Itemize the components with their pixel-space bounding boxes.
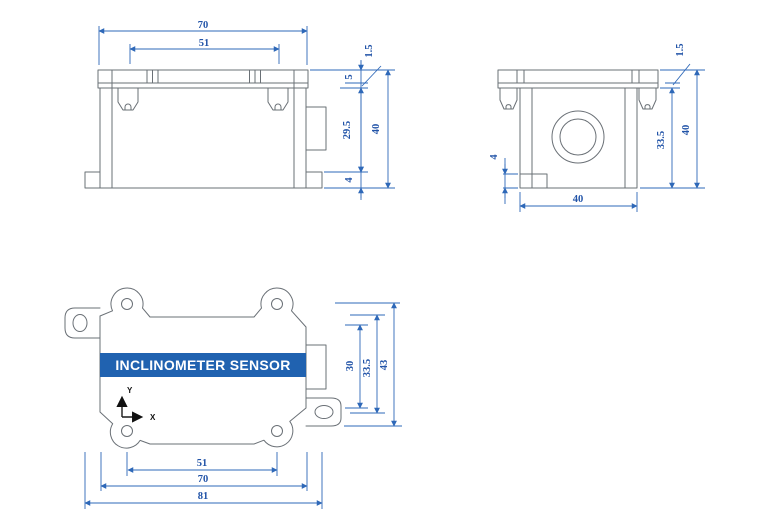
dim-side-total-40: 40 bbox=[681, 125, 692, 136]
front-mounting-flanges bbox=[84, 171, 323, 189]
side-connector-inner-circle bbox=[559, 118, 597, 156]
dim-side-width-40: 40 bbox=[573, 194, 584, 205]
plan-outline: INCLINOMETER SENSOR Y X bbox=[64, 287, 342, 449]
side-screw-boss-right bbox=[638, 87, 657, 110]
side-lid-lip bbox=[497, 82, 659, 89]
plan-mounting-tab-right bbox=[305, 397, 342, 427]
front-lid-screw-lines bbox=[146, 69, 261, 84]
front-body bbox=[99, 87, 307, 189]
front-lid bbox=[97, 69, 309, 84]
side-dimensions: 40 4 1.5 33.5 40 bbox=[489, 43, 705, 212]
plan-dimensions: 30 33.5 43 51 70 81 bbox=[84, 302, 402, 509]
front-wall-lines bbox=[111, 69, 295, 189]
plan-view: INCLINOMETER SENSOR Y X 30 33.5 43 51 70… bbox=[64, 287, 402, 509]
dim-side-flange-4: 4 bbox=[489, 154, 500, 160]
axis-indicator: Y X bbox=[116, 386, 156, 423]
extension-line bbox=[335, 302, 402, 427]
front-screw-boss-right bbox=[267, 87, 289, 111]
dim-plan-total-81: 81 bbox=[198, 491, 209, 502]
front-outline bbox=[84, 69, 327, 189]
side-screw-boss-left-notch bbox=[505, 104, 512, 110]
side-screw-boss-left bbox=[499, 87, 518, 110]
side-flange-step bbox=[519, 173, 548, 189]
dim-front-total-40: 40 bbox=[371, 124, 382, 135]
front-connector bbox=[305, 106, 327, 151]
side-connector-outer-circle bbox=[551, 110, 605, 164]
side-wall-lines bbox=[531, 87, 626, 189]
axis-y-label: Y bbox=[127, 386, 133, 395]
front-dimensions: 70 51 1.5 5 29.5 4 40 bbox=[98, 20, 395, 200]
plan-mounting-tab-left bbox=[64, 307, 101, 339]
side-outline bbox=[497, 69, 659, 189]
dim-front-body-29-5: 29.5 bbox=[342, 121, 353, 139]
plan-connector bbox=[305, 344, 327, 390]
dim-plan-holes-51: 51 bbox=[197, 458, 208, 469]
front-screw-boss-right-notch bbox=[274, 103, 282, 111]
side-screw-boss-right-notch bbox=[644, 104, 651, 110]
dim-side-lip-1-5: 1.5 bbox=[675, 43, 686, 56]
label-band-text: INCLINOMETER SENSOR bbox=[115, 357, 290, 373]
leader-line bbox=[361, 65, 382, 87]
front-screw-boss-left bbox=[117, 87, 139, 111]
plan-body bbox=[99, 287, 307, 449]
plan-tab-right-hole bbox=[314, 405, 334, 419]
dim-front-flange-4: 4 bbox=[344, 177, 355, 183]
mounting-hole-top-left bbox=[121, 298, 133, 310]
dim-front-lid-5: 5 bbox=[344, 74, 355, 79]
mounting-hole-bottom-right bbox=[271, 425, 283, 437]
front-lid-lip bbox=[97, 82, 309, 89]
dim-plan-inner-30: 30 bbox=[345, 361, 356, 372]
side-view: 40 4 1.5 33.5 40 bbox=[489, 43, 705, 212]
side-lid bbox=[497, 69, 659, 84]
mounting-hole-top-right bbox=[271, 298, 283, 310]
plan-tab-left-hole bbox=[72, 314, 88, 332]
front-screw-boss-left-notch bbox=[124, 103, 132, 111]
dim-front-width-70: 70 bbox=[198, 20, 209, 31]
dim-side-body-33-5: 33.5 bbox=[656, 131, 667, 149]
label-band bbox=[100, 353, 306, 377]
dim-plan-body-33-5: 33.5 bbox=[362, 359, 373, 377]
side-lid-screw-lines bbox=[516, 69, 640, 84]
dim-front-width-51: 51 bbox=[199, 38, 210, 49]
dim-plan-body-70: 70 bbox=[198, 474, 209, 485]
extension-line bbox=[84, 452, 323, 509]
extension-line bbox=[310, 69, 395, 189]
dim-plan-total-43: 43 bbox=[379, 360, 390, 371]
side-body bbox=[519, 87, 638, 189]
leader-line bbox=[672, 63, 691, 86]
mounting-hole-bottom-left bbox=[121, 425, 133, 437]
front-view: 70 51 1.5 5 29.5 4 40 bbox=[84, 20, 395, 200]
axis-x-label: X bbox=[150, 413, 156, 422]
dim-front-lip-1-5: 1.5 bbox=[364, 44, 375, 57]
